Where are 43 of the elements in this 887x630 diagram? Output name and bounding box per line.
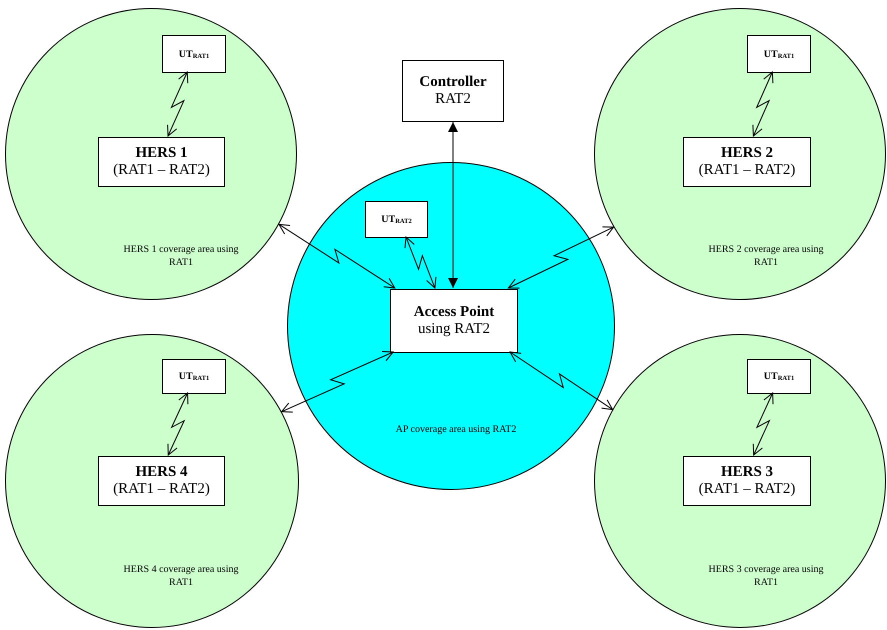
coverage-label: HERS 3 coverage area using RAT1 xyxy=(708,564,824,589)
node-box xyxy=(683,456,811,506)
node-title: HERS 3 xyxy=(720,464,774,481)
node-box xyxy=(390,289,518,353)
terminal-box xyxy=(747,35,811,73)
coverage-label: HERS 4 coverage area using RAT1 xyxy=(122,564,240,589)
terminal-label: UT$_{RAT2}$ xyxy=(381,214,412,225)
node-title: Controller xyxy=(419,74,487,91)
terminal-label: UT$_{RAT1}$ xyxy=(178,48,210,60)
node-subtitle: (RAT1 – RAT2) xyxy=(698,162,796,179)
terminal-box xyxy=(747,359,811,394)
coverage-label: HERS 2 coverage area using RAT1 xyxy=(708,244,824,269)
node-box xyxy=(683,137,811,187)
node-subtitle: using RAT2 xyxy=(418,320,490,338)
node-title: HERS 2 xyxy=(720,145,774,162)
terminal-label: UT$_{RAT1}$ xyxy=(764,371,794,382)
terminal-box xyxy=(162,359,226,394)
node-title: HERS 4 xyxy=(135,464,188,481)
node-title: Access Point xyxy=(414,304,494,321)
wireless-link-arrow xyxy=(404,236,436,288)
node-box xyxy=(98,456,225,506)
wireless-link-arrow xyxy=(167,72,188,136)
terminal-label: UT$_{RAT1}$ xyxy=(764,48,794,60)
node-title: HERS 1 xyxy=(135,145,188,162)
wireless-link-arrow xyxy=(752,72,774,136)
coverage-label: AP coverage area using RAT2 xyxy=(394,424,518,436)
wireless-link-arrow xyxy=(752,392,774,456)
wireless-link-arrow xyxy=(281,351,394,413)
wireless-link-arrow xyxy=(508,226,614,289)
terminal-box xyxy=(162,35,226,73)
node-subtitle: (RAT1 – RAT2) xyxy=(113,480,210,498)
terminal-box xyxy=(365,201,428,238)
node-subtitle: RAT2 xyxy=(435,90,471,108)
wireless-link-arrow xyxy=(278,224,396,288)
node-box xyxy=(402,60,504,122)
node-box xyxy=(98,137,225,187)
wireless-link-arrow xyxy=(510,352,614,410)
node-subtitle: (RAT1 – RAT2) xyxy=(113,162,210,179)
coverage-label: HERS 1 coverage area using RAT1 xyxy=(122,244,240,269)
wireless-link-arrow xyxy=(167,392,188,456)
arrow xyxy=(448,122,458,288)
node-subtitle: (RAT1 – RAT2) xyxy=(698,480,796,498)
terminal-label: UT$_{RAT1}$ xyxy=(178,371,210,382)
